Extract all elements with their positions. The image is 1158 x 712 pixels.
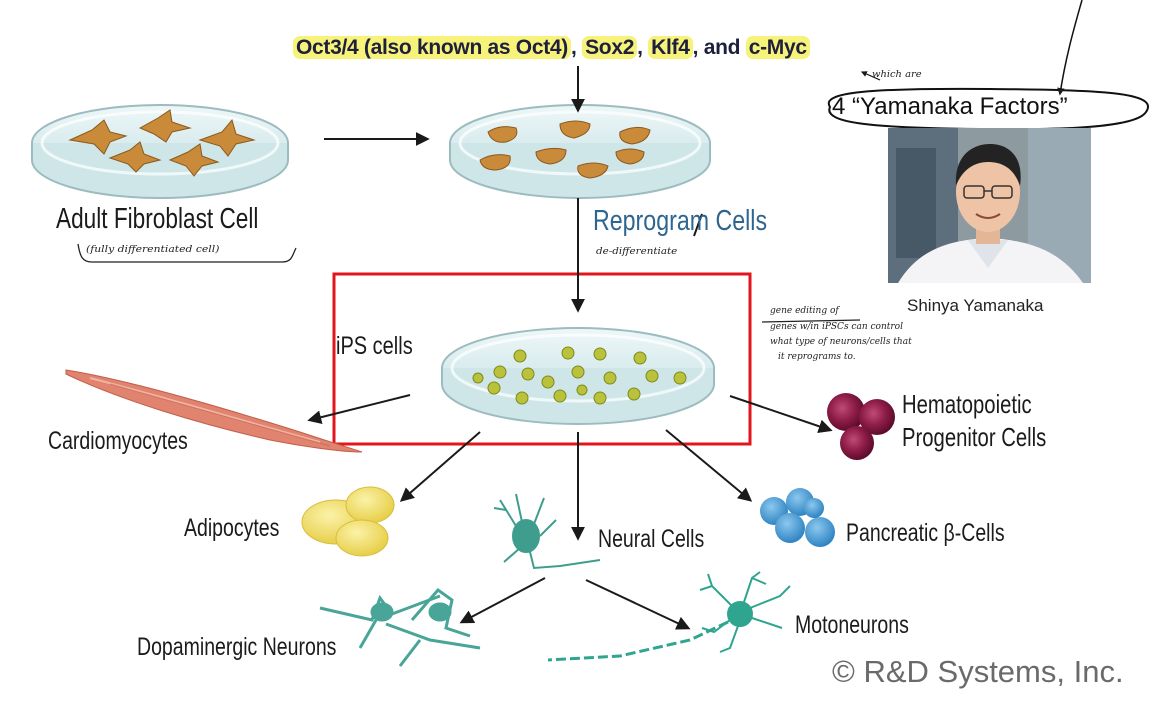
which-are-arrow [860,71,881,81]
shinya-yamanaka-photo [888,128,1091,283]
yamanaka-pointer-arrow [1057,0,1083,96]
fully-differentiated-underline [77,243,297,263]
ips-highlight-box [332,272,752,446]
fibroblast-dish [31,104,289,199]
note-de-differentiate: de-differentiate [596,247,678,257]
reprogram-dish [449,104,711,199]
note-fully-differentiated: (fully differentiated cell) [86,245,220,255]
motoneuron-illustration [547,571,791,662]
reprogram-cells-label: Reprogram Cells [593,205,768,237]
cardiomyocyte-illustration [65,369,363,453]
hematopoietic-label-line2: Progenitor Cells [902,422,1047,452]
adipocyte-illustration [301,486,395,557]
ips-cells-label: iPS cells [336,332,413,360]
adult-fibroblast-label: Adult Fibroblast Cell [56,203,259,235]
factor-cmyc: c-Myc [745,36,810,59]
hematopoietic-illustration [827,393,895,460]
motoneurons-label: Motoneurons [795,611,909,639]
cardiomyocytes-label: Cardiomyocytes [48,427,188,455]
yamanaka-factors-label: 4 “Yamanaka Factors” [832,93,1068,120]
factor-klf4: Klf4 [648,36,693,59]
neural-cells-label: Neural Cells [598,525,705,553]
gene-editing-underline [761,319,861,323]
pancreatic-beta-cells-label: Pancreatic β-Cells [846,519,1005,547]
pancreatic-illustration [760,488,835,547]
note-gene-editing-line2: genes w/in iPSCs can control [770,322,903,332]
transcription-factors-header: Oct3/4 (also known as Oct4), Sox2, Klf4,… [293,36,810,59]
note-gene-editing-line3: what type of neurons/cells that [770,337,912,347]
dopaminergic-neurons-label: Dopaminergic Neurons [137,633,337,661]
arrow-to-pancreatic [665,429,753,502]
neural-cell-illustration [493,493,601,570]
note-which-are: which are [872,70,922,80]
note-gene-editing-line1: gene editing of [770,306,839,316]
arrow-to-adipocytes [399,431,481,502]
dopaminergic-illustration [319,587,481,667]
photo-caption: Shinya Yamanaka [907,296,1044,315]
arrow-to-motoneurons [585,579,691,630]
copyright-label: © R&D Systems, Inc. [832,654,1124,689]
reprogram-slash [693,213,703,237]
arrow-to-cardiomyocytes [307,394,411,425]
adipocytes-label: Adipocytes [184,514,280,542]
factor-sox2: Sox2 [582,36,638,59]
factor-oct4: Oct3/4 (also known as Oct4) [293,36,571,59]
hematopoietic-label-line1: Hematopoietic [902,389,1032,419]
arrow-to-hematopoietic [729,395,833,434]
yamanaka-factors-oval [827,87,1149,131]
ips-dish [441,327,715,425]
arrow-to-dopaminergic [459,577,546,624]
note-gene-editing-line4: it reprograms to. [778,352,856,362]
